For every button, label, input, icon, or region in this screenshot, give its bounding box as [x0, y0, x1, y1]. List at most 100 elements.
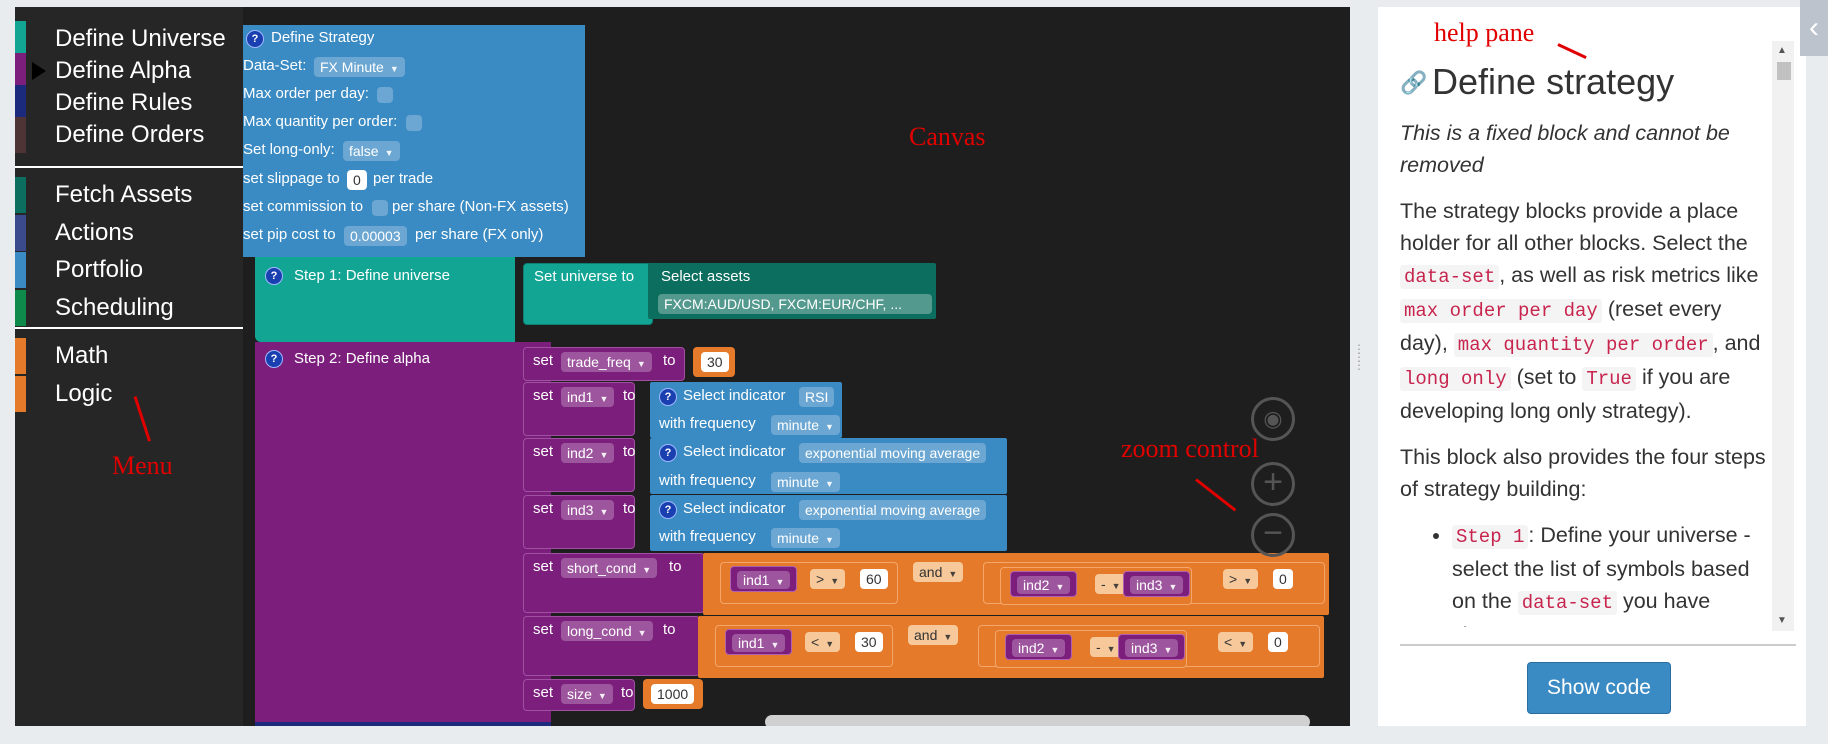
long-cond-var-dropdown[interactable]: long_cond▼ — [561, 621, 653, 641]
operator-dropdown[interactable]: <▼ — [805, 632, 841, 652]
max-order-input[interactable] — [377, 87, 393, 103]
help-divider — [1400, 644, 1796, 646]
step2-label: Step 2: Define alpha — [294, 350, 430, 367]
trade-freq-var-dropdown[interactable]: trade_freq▼ — [561, 352, 652, 372]
ind2-chip[interactable]: ind2▼ — [1010, 571, 1078, 597]
indicator-name-field[interactable]: exponential moving average — [799, 500, 987, 520]
menu-item-define-orders[interactable]: Define Orders — [15, 117, 243, 153]
scroll-up-icon[interactable]: ▲ — [1777, 45, 1787, 56]
menu-item-fetch-assets[interactable]: Fetch Assets — [15, 177, 243, 213]
number-value[interactable]: 0 — [1268, 632, 1288, 652]
operator-dropdown[interactable]: >▼ — [1223, 569, 1259, 589]
menu-item-define-alpha[interactable]: Define Alpha — [15, 53, 243, 89]
pip-input[interactable]: 0.00003 — [344, 226, 407, 246]
recenter-button[interactable]: ◉ — [1251, 397, 1295, 441]
scroll-down-icon[interactable]: ▼ — [1777, 615, 1787, 626]
chevron-down-icon: ▼ — [597, 691, 607, 701]
help-annotation: help pane — [1434, 18, 1535, 47]
set-size-block[interactable] — [523, 679, 635, 711]
long-only-dropdown[interactable]: false▼ — [343, 141, 400, 161]
set-trade-freq-block[interactable] — [523, 347, 685, 381]
max-qty-input[interactable] — [406, 115, 422, 131]
operator-dropdown[interactable]: -▼ — [1095, 574, 1127, 594]
chevron-down-icon: ▼ — [1111, 581, 1121, 591]
set-ind1-block[interactable] — [523, 382, 635, 436]
show-code-button[interactable]: Show code — [1527, 662, 1671, 714]
help-icon[interactable]: ? — [265, 350, 283, 368]
set-ind3-block[interactable] — [523, 495, 635, 549]
menu-item-scheduling[interactable]: Scheduling — [15, 290, 243, 326]
ind1-chip[interactable]: ind1▼ — [730, 566, 798, 592]
trade-freq-value[interactable]: 30 — [701, 352, 729, 372]
select-indicator-block[interactable] — [650, 382, 842, 438]
short-cond-var-dropdown[interactable]: short_cond▼ — [561, 558, 658, 578]
operator-dropdown[interactable]: -▼ — [1090, 637, 1122, 657]
number-value[interactable]: 0 — [1273, 569, 1293, 589]
help-icon[interactable]: ? — [659, 501, 677, 519]
ind3-chip[interactable]: ind3▼ — [1123, 571, 1191, 597]
assets-field[interactable]: FXCM:AUD/USD, FXCM:EUR/CHF, ... — [658, 294, 932, 314]
number-value[interactable]: 30 — [855, 632, 883, 652]
indicator-name-field[interactable]: exponential moving average — [799, 443, 987, 463]
help-icon[interactable]: ? — [659, 444, 677, 462]
frequency-dropdown[interactable]: minute▼ — [771, 528, 840, 548]
menu-item-math[interactable]: Math — [15, 338, 243, 374]
commission-input[interactable] — [372, 200, 388, 216]
menu-item-actions[interactable]: Actions — [15, 215, 243, 251]
ind1-var-dropdown[interactable]: ind1▼ — [561, 387, 615, 407]
size-var-dropdown[interactable]: size▼ — [561, 684, 613, 704]
to-keyword: to — [623, 500, 636, 517]
collapse-help-button[interactable]: ‹ — [1800, 0, 1828, 56]
select-indicator-block[interactable] — [650, 438, 1007, 494]
help-icon[interactable]: ? — [265, 267, 283, 285]
canvas-horizontal-scrollbar[interactable] — [765, 715, 1310, 726]
frequency-dropdown[interactable]: minute▼ — [771, 472, 840, 492]
help-icon[interactable]: ? — [659, 388, 677, 406]
select-indicator-label: Select indicator — [683, 387, 786, 404]
link-icon[interactable]: 🔗 — [1400, 70, 1428, 95]
size-value[interactable]: 1000 — [651, 684, 695, 704]
step1-block[interactable] — [255, 257, 515, 342]
menu-item-portfolio[interactable]: Portfolio — [15, 252, 243, 288]
help-title: 🔗 Define strategy — [1400, 61, 1772, 103]
menu-item-logic[interactable]: Logic — [15, 376, 243, 412]
ind3-chip[interactable]: ind3▼ — [1118, 634, 1186, 660]
help-scrollbar-thumb[interactable] — [1777, 62, 1791, 80]
set-keyword: set — [533, 387, 554, 404]
step2-block[interactable] — [255, 342, 551, 726]
ind2-var-dropdown[interactable]: ind2▼ — [561, 443, 615, 463]
define-strategy-block[interactable] — [243, 25, 585, 257]
operator-dropdown[interactable]: <▼ — [1218, 632, 1254, 652]
help-pane: help pane 🔗 Define strategy This is a fi… — [1378, 7, 1806, 726]
menu-item-define-rules[interactable]: Define Rules — [15, 85, 243, 121]
and-dropdown[interactable]: and▼ — [913, 562, 964, 582]
set-universe-block[interactable] — [523, 263, 653, 325]
select-assets-block[interactable] — [648, 263, 936, 319]
set-short-cond-block[interactable] — [523, 553, 705, 613]
to-keyword: to — [663, 352, 676, 369]
code-long-only: long only — [1400, 367, 1511, 391]
ind3-var-dropdown[interactable]: ind3▼ — [561, 500, 615, 520]
pane-resize-grip[interactable]: ⋮⋮⋮ — [1353, 342, 1365, 372]
menu-item-define-universe[interactable]: Define Universe — [15, 21, 243, 57]
dataset-dropdown[interactable]: FX Minute▼ — [314, 57, 405, 77]
help-icon[interactable]: ? — [246, 30, 264, 48]
slippage-input[interactable]: 0 — [347, 170, 367, 190]
ind2-chip[interactable]: ind2▼ — [1005, 634, 1073, 660]
set-ind2-block[interactable] — [523, 438, 635, 492]
frequency-dropdown[interactable]: minute▼ — [771, 415, 840, 435]
and-dropdown[interactable]: and▼ — [908, 625, 959, 645]
help-scrollbar[interactable] — [1772, 41, 1794, 631]
chevron-down-icon: ▼ — [599, 394, 609, 404]
workspace-canvas[interactable]: ? Define Strategy Data-Set: FX Minute▼ M… — [243, 7, 1350, 726]
select-indicator-block[interactable] — [650, 495, 1007, 551]
operator-dropdown[interactable]: >▼ — [810, 569, 846, 589]
set-long-cond-block[interactable] — [523, 616, 700, 676]
indicator-name-field[interactable]: RSI — [799, 387, 835, 407]
menu-item-label: Define Universe — [55, 25, 226, 52]
zoom-in-button[interactable]: + — [1251, 462, 1295, 506]
number-value[interactable]: 60 — [860, 569, 888, 589]
define-strategy-title: Define Strategy — [271, 29, 375, 46]
ind1-chip[interactable]: ind1▼ — [725, 629, 793, 655]
zoom-out-button[interactable]: − — [1251, 513, 1295, 557]
